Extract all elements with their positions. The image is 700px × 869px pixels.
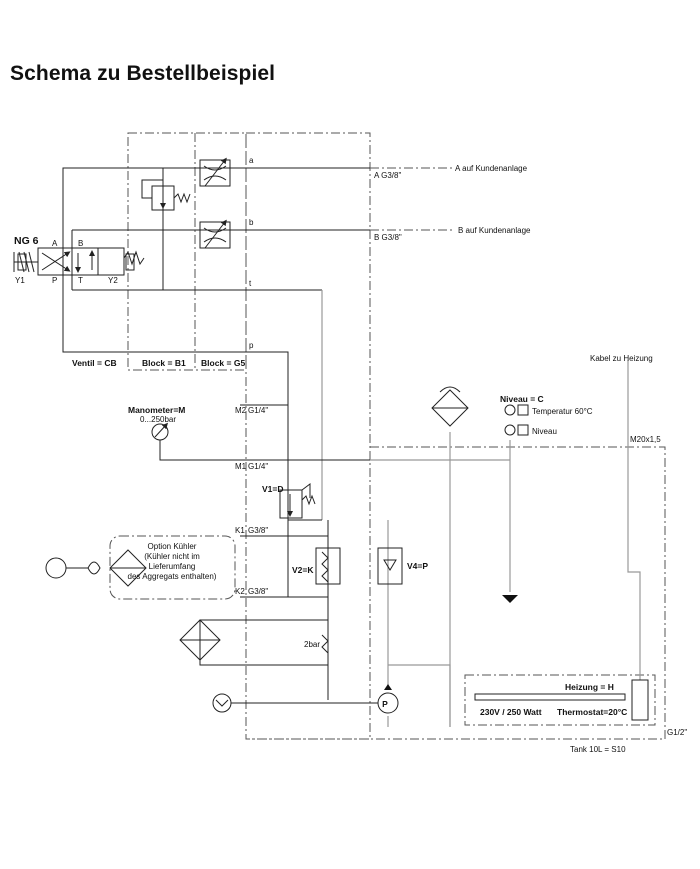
pump <box>377 684 399 714</box>
tank-frame <box>246 446 666 740</box>
svg-text:M20x1,5: M20x1,5 <box>630 435 661 444</box>
check-valve-v4 <box>377 547 403 585</box>
relief-valve-v2 <box>315 547 341 585</box>
svg-text:A G3/8": A G3/8" <box>374 171 401 180</box>
svg-text:a: a <box>249 156 254 165</box>
svg-text:B G3/8": B G3/8" <box>374 233 402 242</box>
svg-text:Thermostat=20°C: Thermostat=20°C <box>557 707 627 717</box>
block-b1-frame <box>127 132 247 371</box>
svg-text:G1/4": G1/4" <box>248 406 268 415</box>
svg-text:P: P <box>52 276 57 285</box>
svg-text:M1: M1 <box>235 462 247 471</box>
svg-text:Y2: Y2 <box>108 276 118 285</box>
pressure-gauge <box>151 422 169 441</box>
pressure-reducing-valve <box>141 179 191 211</box>
throttle-check-valves <box>199 157 231 249</box>
svg-text:G1/4": G1/4" <box>248 462 268 471</box>
block-g5-label: Block = G5 <box>201 358 245 368</box>
svg-text:Temperatur 60°C: Temperatur 60°C <box>532 407 593 416</box>
cooler-option-frame <box>109 535 236 600</box>
level-label: Niveau = C <box>500 394 544 404</box>
port-b-destination: B auf Kundenanlage <box>458 226 531 235</box>
valve-size-label: NG 6 <box>14 235 39 247</box>
port-a-destination: A auf Kundenanlage <box>455 164 528 173</box>
page-title: Schema zu Bestellbeispiel <box>10 62 276 85</box>
cooler-option <box>45 549 147 587</box>
svg-text:Y1: Y1 <box>15 276 25 285</box>
svg-text:b: b <box>249 218 254 227</box>
labels: NG 6 A B P T Y1 Y2 Ventil = CB Block = B… <box>14 156 687 754</box>
filter-tank <box>431 386 469 427</box>
manifold-frame <box>245 132 371 740</box>
heater-label: Heizung = H <box>565 682 614 692</box>
svg-text:Niveau: Niveau <box>532 427 557 436</box>
svg-text:t: t <box>249 279 252 288</box>
relief-valve-v1 <box>279 483 316 519</box>
svg-text:K1: K1 <box>235 526 245 535</box>
bypass-check-2bar <box>321 634 329 654</box>
filter-return <box>179 619 221 661</box>
svg-text:P: P <box>382 699 388 709</box>
svg-text:B: B <box>78 239 83 248</box>
motor <box>212 693 232 713</box>
svg-text:G1/2": G1/2" <box>667 728 687 737</box>
svg-text:0...250bar: 0...250bar <box>140 415 176 424</box>
v2-label: V2=K <box>292 565 314 575</box>
svg-text:G3/8": G3/8" <box>248 587 268 596</box>
svg-text:des Aggregats enthalten): des Aggregats enthalten) <box>128 572 217 581</box>
svg-text:p: p <box>249 341 254 350</box>
cable-label: Kabel zu Heizung <box>590 354 653 363</box>
block-b1-label: Block = B1 <box>142 358 186 368</box>
heater-frame <box>464 674 656 726</box>
ventil-label: Ventil = CB <box>72 358 117 368</box>
svg-text:G3/8": G3/8" <box>248 526 268 535</box>
v1-label: V1=D <box>262 484 284 494</box>
svg-text:(Kühler nicht im: (Kühler nicht im <box>144 552 200 561</box>
v4-label: V4=P <box>407 561 428 571</box>
svg-text:Lieferumfang: Lieferumfang <box>149 562 196 571</box>
svg-text:M2: M2 <box>235 406 247 415</box>
directional-valve <box>13 247 145 276</box>
svg-text:230V / 250 Watt: 230V / 250 Watt <box>480 707 542 717</box>
svg-text:A: A <box>52 239 58 248</box>
level-switch <box>502 404 529 603</box>
heater <box>474 679 649 721</box>
svg-text:T: T <box>78 276 83 285</box>
tank-size-label: Tank 10L = S10 <box>570 745 626 754</box>
svg-text:2bar: 2bar <box>304 640 320 649</box>
svg-text:K2: K2 <box>235 587 245 596</box>
gauge-label: Manometer=M <box>128 405 185 415</box>
svg-text:Option Kühler: Option Kühler <box>148 542 197 551</box>
